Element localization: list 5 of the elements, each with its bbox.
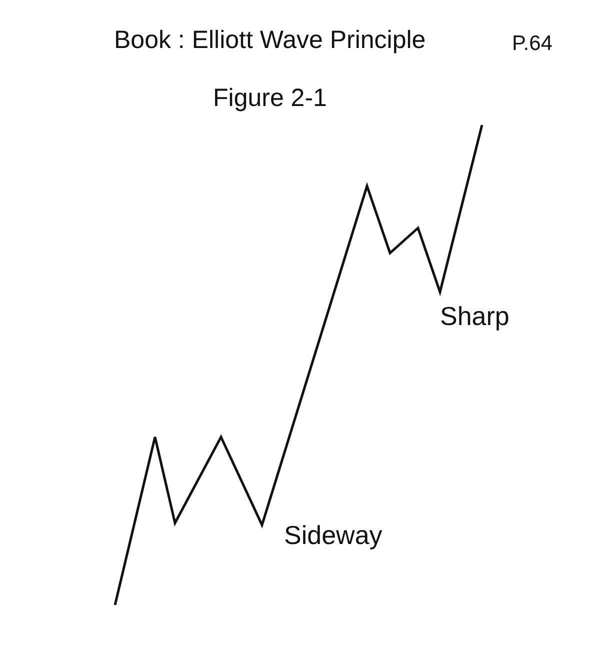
title: Book : Elliott Wave Principle [114,28,426,53]
figure-label: Figure 2-1 [213,86,327,111]
page-number: P.64 [512,33,552,54]
wave-annotation: Sharp [440,303,510,329]
wave-annotation: Sideway [284,522,382,548]
